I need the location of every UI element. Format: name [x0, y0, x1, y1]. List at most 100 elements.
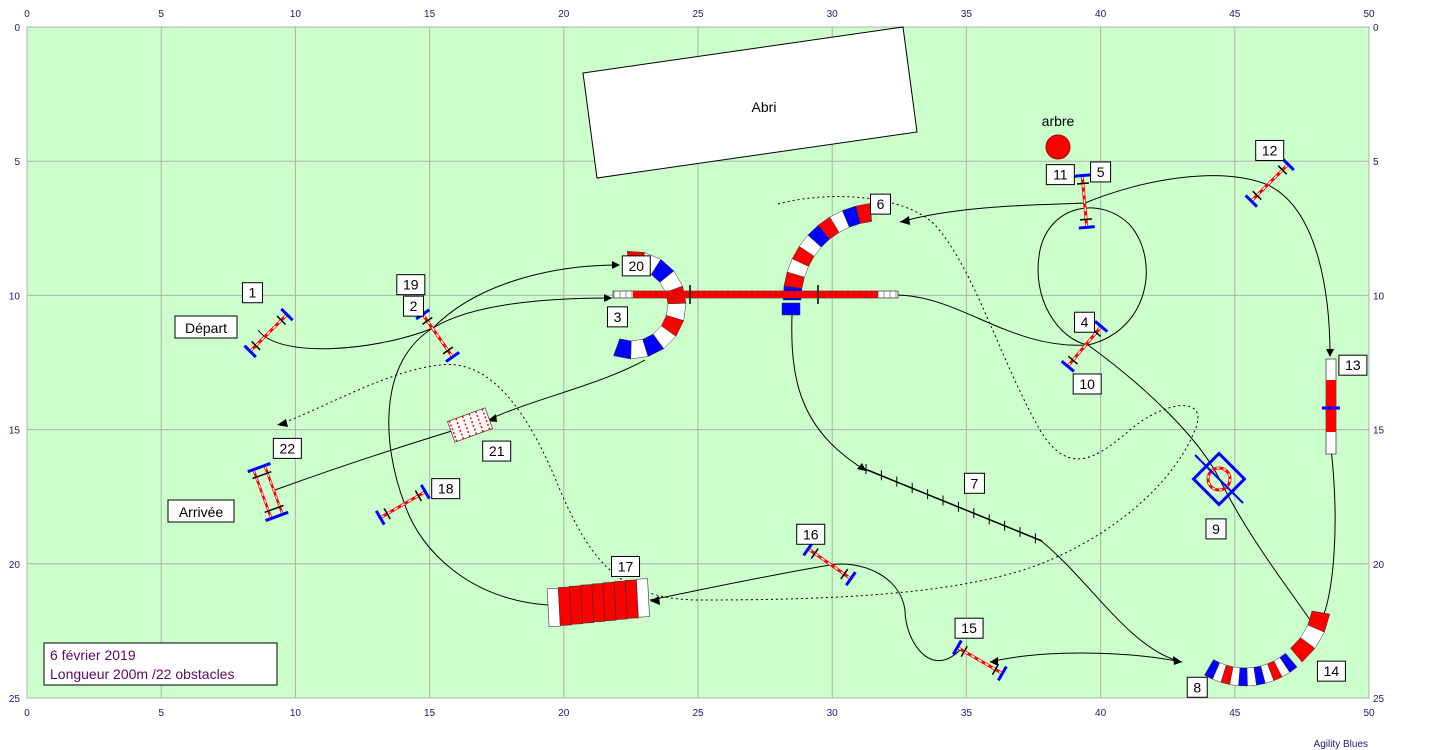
jump-post — [991, 663, 1000, 675]
weave-7 — [859, 464, 1043, 544]
label-number: 4 — [1081, 314, 1089, 330]
path-15-to-16 — [829, 563, 961, 662]
label-number: 5 — [1097, 164, 1105, 180]
dogwalk-3 — [612, 285, 899, 316]
jump-post — [1252, 190, 1262, 201]
finish-label: Arrivée — [167, 499, 235, 523]
path-20-to-21 — [487, 359, 646, 421]
label-box — [1045, 164, 1075, 186]
x-tick-label: 10 — [290, 708, 302, 719]
label-number: 2 — [410, 298, 418, 314]
dogwalk-support — [781, 302, 801, 316]
arrow-finish — [277, 419, 288, 427]
dogwalk-contact — [633, 291, 878, 298]
x-tick-label: 30 — [827, 9, 839, 20]
jump-post — [251, 340, 261, 351]
tunnel-8 — [1204, 652, 1298, 687]
label-number: 22 — [280, 440, 296, 456]
path-21-to-22 — [274, 429, 456, 491]
path-5-to-6 — [899, 202, 1086, 223]
obstacle-label-7: 7 — [963, 472, 985, 494]
jump-post — [421, 316, 433, 325]
path-16-to-17 — [649, 564, 831, 601]
jump-wing — [280, 307, 294, 322]
y-tick-label: 15 — [9, 426, 21, 437]
finish-text: Arrivée — [179, 504, 224, 520]
path-8-to-15 — [989, 652, 1183, 663]
course-info-box: 6 février 2019 Longueur 200m /22 obstacl… — [43, 642, 278, 686]
y-tick-label: 0 — [1373, 23, 1379, 34]
x-tick-label: 40 — [1095, 708, 1107, 719]
path-18-to-19 — [388, 327, 434, 506]
label-number: 19 — [403, 277, 419, 293]
wall-21 — [446, 407, 494, 443]
obstacle-label-1: 1 — [241, 282, 263, 304]
arrow-6 — [900, 216, 910, 225]
label-box — [1338, 354, 1368, 376]
jump-4 — [1060, 320, 1109, 373]
label-box — [611, 555, 641, 577]
y-tick-label: 20 — [1373, 560, 1385, 571]
handler-paths — [277, 196, 1199, 601]
label-box — [963, 472, 985, 494]
jump-post — [276, 315, 287, 326]
y-tick-label: 15 — [1373, 426, 1385, 437]
jump-post — [414, 490, 422, 502]
wall-body — [446, 407, 494, 443]
obstacle-label-21: 21 — [482, 440, 512, 462]
y-tick-label: 20 — [9, 560, 21, 571]
arrow-17 — [650, 596, 660, 605]
label-box — [482, 440, 512, 462]
arrow-3 — [604, 294, 612, 302]
label-box — [870, 193, 892, 215]
obstacle-label-9: 9 — [1205, 518, 1227, 540]
tree-label: arbre — [1042, 113, 1075, 129]
dog-path — [257, 175, 1336, 663]
credit-text: Agility Blues — [1314, 739, 1368, 750]
start-text: Départ — [185, 320, 227, 336]
jump-wing — [419, 484, 431, 500]
label-box — [402, 295, 424, 317]
path-2-to-3 — [432, 297, 613, 329]
label-box — [1316, 660, 1346, 682]
y-tick-label: 25 — [9, 694, 21, 705]
x-tick-label: 35 — [961, 708, 973, 719]
label-number: 13 — [1345, 357, 1361, 373]
start-label: Départ — [174, 315, 238, 339]
x-tick-label: 10 — [290, 9, 302, 20]
obstacle-label-5: 5 — [1090, 161, 1112, 183]
jump-post — [1277, 165, 1288, 175]
x-tick-label: 45 — [1229, 708, 1241, 719]
label-box — [954, 617, 984, 639]
shelter: Abri — [582, 26, 918, 179]
tunnel-6 — [782, 203, 873, 301]
x-tick-label: 50 — [1363, 9, 1375, 20]
obstacle-label-6: 6 — [870, 193, 892, 215]
tire-ring-stripe — [1207, 467, 1231, 491]
x-tick-label: 20 — [558, 708, 570, 719]
obstacle-label-11: 11 — [1045, 164, 1075, 186]
x-tick-label: 30 — [827, 708, 839, 719]
label-number: 6 — [877, 196, 885, 212]
double-post — [252, 470, 272, 480]
x-tick-label: 25 — [692, 9, 704, 20]
jump-wing — [374, 510, 386, 526]
label-number: 20 — [628, 258, 644, 274]
path-start-to-2 — [257, 327, 434, 350]
x-tick-label: 5 — [158, 9, 164, 20]
jump-16 — [802, 541, 857, 587]
tire-post — [1194, 454, 1244, 504]
chute-barrel — [1326, 380, 1336, 432]
y-tick-label: 5 — [1373, 157, 1379, 168]
tunnel-segment — [1307, 610, 1331, 633]
obstacle-label-8: 8 — [1186, 676, 1208, 698]
tunnel-14-end — [1290, 610, 1331, 663]
arrow-8 — [1173, 656, 1182, 665]
jump-1 — [243, 307, 294, 359]
shelter-shape — [582, 26, 918, 179]
